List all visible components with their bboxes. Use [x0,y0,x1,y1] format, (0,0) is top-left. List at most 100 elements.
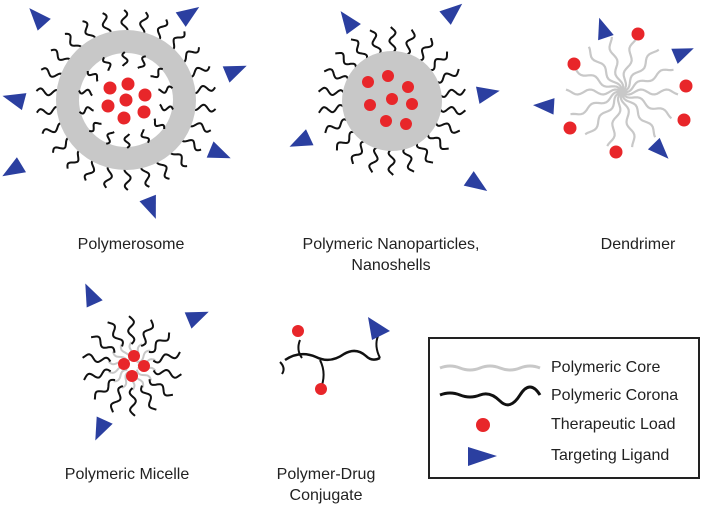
nanoparticle-therapeutic-load [362,70,418,130]
corona-chain [36,105,62,116]
dendrimer-branch [587,46,624,93]
dendrimer-branch [606,91,623,147]
corona-chain [405,29,416,56]
drug-dot [138,88,152,102]
legend-label-ligand: Targeting Ligand [551,447,670,464]
micelle-figure [82,283,209,441]
ligand-triangle [476,86,500,104]
drug-dot [679,79,693,93]
ligand-triangle [206,141,231,159]
micelle-corona-chain [107,321,124,347]
ligand-triangle [533,98,555,115]
conjugate-arm [297,339,303,359]
conjugate-label-line1: Polymer-Drug [276,466,376,483]
conjugate-drug [315,383,327,395]
micelle-corona-chain [128,387,137,417]
micelle-corona-chain [140,385,157,411]
micelle-corona-chain [83,368,112,381]
corona-chain [50,48,72,64]
inner-chain [121,51,129,67]
corona-chain [438,88,466,98]
corona-chain [427,132,449,150]
micelle-core-chain [135,369,153,381]
corona-chain [368,146,379,173]
corona-chain [82,20,97,43]
corona-chain [168,31,186,51]
ligand-triangle [671,48,694,64]
corona-chain [402,146,415,173]
micelle-therapeutic-load [118,350,150,382]
drug-dot [406,98,418,110]
dendrimer-branch [608,36,625,93]
dendrimer-branch [621,48,660,94]
drug-dot [402,81,414,93]
corona-chain [140,163,151,188]
micelle-core-chain [113,368,128,383]
polymerosome-corona-chains [35,9,217,191]
corona-chain [428,51,449,72]
dendrimer-label: Dendrimer [600,236,676,253]
inner-chain [86,71,99,82]
corona-chain [139,11,149,37]
inner-chain [153,118,166,129]
inner-chain [102,56,112,71]
dendrimer-branch [619,91,636,148]
inner-chain [140,129,150,144]
corona-chain [335,52,357,70]
corona-chain [415,141,434,164]
legend-load-swatch [476,418,490,432]
drug-dot [677,113,691,127]
corona-chain [418,37,434,62]
drug-dot [386,93,398,105]
drug-dot [121,77,135,91]
corona-chain [438,105,467,116]
legend-label-corona: Polymeric Corona [551,387,679,404]
dendrimer-branch [584,90,623,136]
corona-chain [324,118,349,134]
drug-dot [128,350,140,362]
corona-chain [52,137,73,153]
polymerosome-label: Polymerosome [77,236,185,253]
micelle-corona-chain [109,385,124,413]
ligand-triangle [139,194,156,219]
corona-chain [434,120,461,134]
ligand-triangle [439,3,463,25]
drug-dot [382,70,394,82]
corona-chain [179,47,200,63]
dendrimer-branch [621,37,638,93]
drug-dot [400,118,412,130]
micelle-corona-chain [152,351,181,364]
dendrimer-figure [533,17,694,159]
micelle-corona-chain [93,378,116,400]
nanoparticle-figure [289,3,500,191]
drug-dot [138,360,150,372]
ligand-triangle [222,65,247,83]
ligand-triangle [184,311,209,329]
corona-chain [323,68,350,82]
inner-chain [78,88,93,97]
drug-dot [563,121,577,135]
conjugate-label-line2: Conjugate [289,487,363,504]
legend-box [428,337,700,479]
nanoparticle-corona-chains [317,26,467,176]
drug-dot [362,76,374,88]
ligand-triangle [2,157,27,177]
dendrimer-branch [621,88,679,96]
conjugate-arm [375,335,381,359]
polymerosome-inner-chains [78,51,174,149]
corona-chain [103,163,113,189]
legend-corona-swatch [439,385,542,407]
ligand-triangle [289,129,314,147]
conjugate-figure [279,317,390,395]
dendrimer-branch [570,90,623,116]
ligand-triangle [463,171,488,191]
corona-chain [83,158,97,181]
drug-dot [101,99,115,113]
drug-dot [380,115,392,127]
legend-ligand-swatch [468,447,497,466]
corona-chain [335,130,356,151]
dendrimer-branch [571,64,623,93]
micelle-corona-chain [152,368,182,379]
corona-chain [350,38,369,61]
